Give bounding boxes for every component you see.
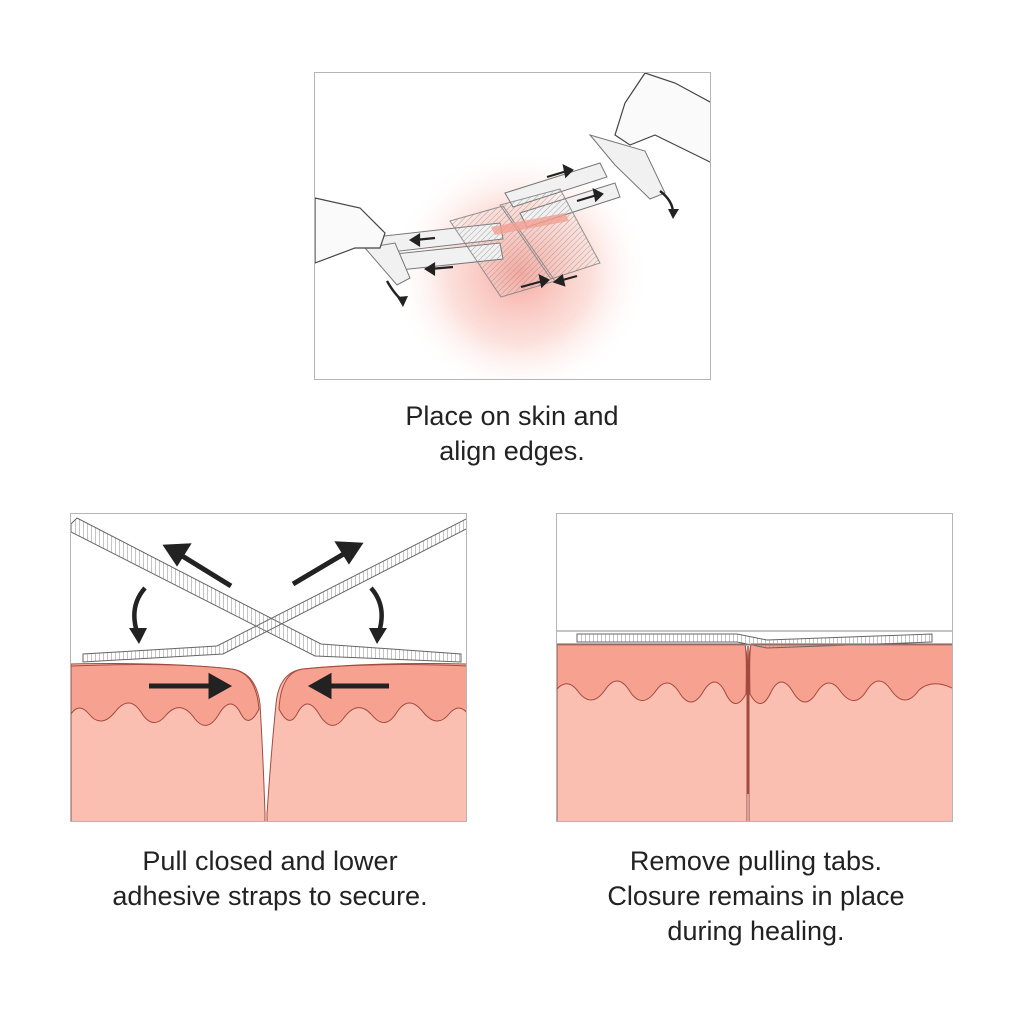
hand-left-icon: [315, 197, 386, 264]
adhesive-pad: [449, 188, 601, 298]
step-1-illustration: [314, 72, 711, 380]
epidermis-left: [557, 643, 747, 704]
step-1-caption: Place on skin and align edges.: [312, 399, 712, 469]
adhesive-strap-left: [71, 517, 462, 663]
hand-right-icon: [614, 73, 710, 163]
right-pulling-tab: [504, 134, 666, 228]
caption-line: Remove pulling tabs.: [629, 846, 883, 876]
caption-line: Pull closed and lower: [142, 846, 398, 876]
direction-arrow-icon: [408, 164, 604, 289]
step-2-caption: Pull closed and lower adhesive straps to…: [70, 844, 470, 914]
caption-line: align edges.: [439, 436, 585, 466]
arrowhead: [668, 209, 679, 219]
epidermis-right: [749, 643, 952, 704]
caption-line: Closure remains in place: [607, 881, 905, 911]
caption-line: adhesive straps to secure.: [112, 881, 428, 911]
caption-line: during healing.: [667, 916, 845, 946]
step-2-illustration: [70, 513, 467, 822]
arrowhead: [369, 628, 387, 644]
step-3-caption: Remove pulling tabs. Closure remains in …: [556, 844, 956, 949]
closure-strip: [557, 630, 952, 649]
step-3-illustration: [556, 513, 953, 822]
direction-arrow-icon: [149, 541, 389, 700]
curved-arrow-icon: [132, 586, 384, 633]
arrowhead: [129, 628, 147, 644]
caption-line: Place on skin and: [405, 401, 619, 431]
arrowhead: [397, 296, 408, 307]
adhesive-strap-right: [82, 518, 466, 663]
